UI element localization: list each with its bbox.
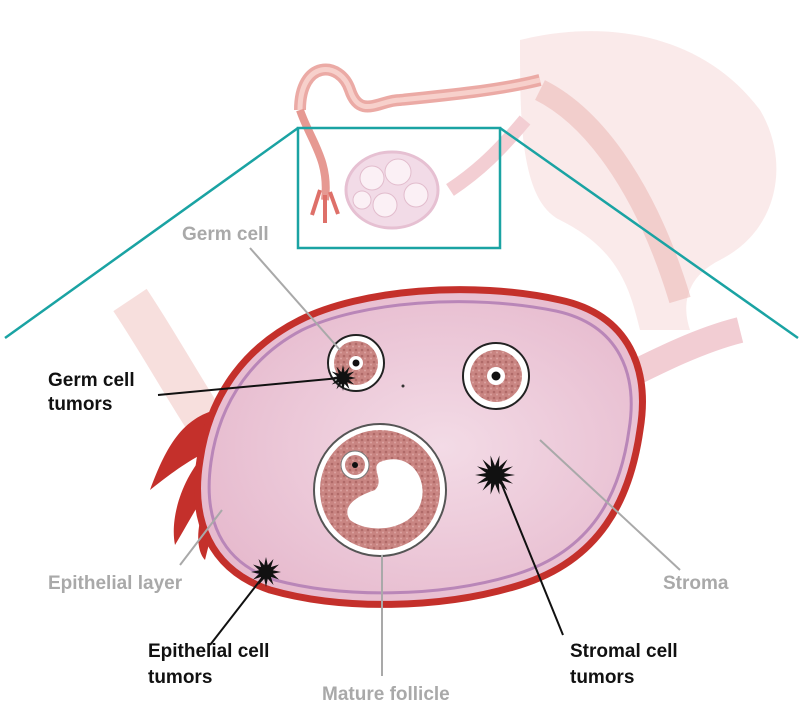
label-mature-follicle: Mature follicle: [322, 684, 450, 705]
zoom-frame: [4, 126, 799, 340]
primary-follicle: [462, 342, 530, 410]
small-ovary: [344, 150, 440, 230]
tumor-germ-cell: [330, 365, 356, 391]
label-epithelial-cell-tumors-2: tumors: [148, 667, 212, 688]
label-epithelial-cell-tumors-1: Epithelial cell: [148, 641, 269, 662]
tumor-epithelial-cell: [251, 557, 281, 587]
label-epithelial-layer: Epithelial layer: [48, 573, 183, 594]
label-stroma: Stroma: [663, 573, 729, 594]
label-stromal-cell-tumors-2: tumors: [570, 667, 634, 688]
pointer-lines: [157, 247, 681, 676]
mature-follicle: [313, 423, 447, 557]
label-germ-cell-tumors-2: tumors: [48, 394, 112, 415]
label-stromal-cell-tumors-1: Stromal cell: [570, 641, 678, 662]
label-germ-cell: Germ cell: [182, 224, 269, 245]
tumor-stromal-cell: [475, 455, 515, 495]
stroma-dot: [401, 384, 405, 388]
label-germ-cell-tumors-1: Germ cell: [48, 370, 135, 391]
